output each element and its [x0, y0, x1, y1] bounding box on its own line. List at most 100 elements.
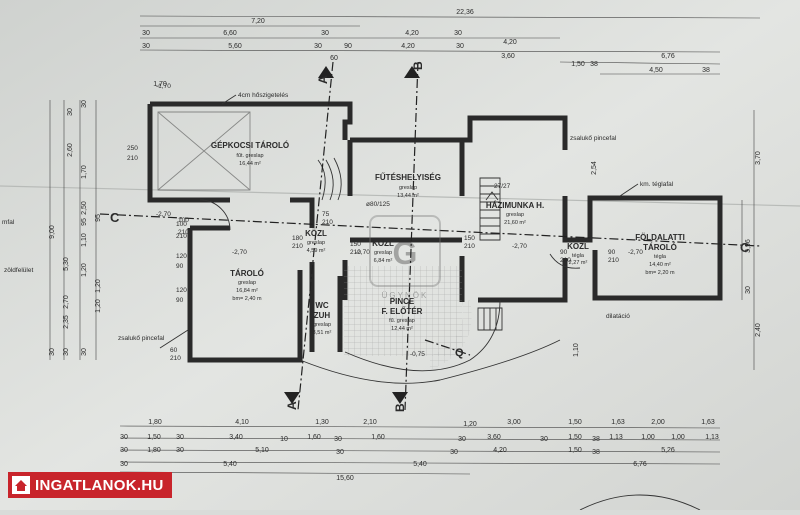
svg-text:1,20: 1,20 [81, 263, 88, 277]
section-q: Q [455, 347, 464, 359]
svg-text:KÖZL: KÖZL [567, 242, 589, 251]
svg-text:60: 60 [170, 347, 178, 354]
svg-text:-2,70: -2,70 [512, 243, 527, 250]
svg-text:fű. greslap: fű. greslap [389, 318, 415, 324]
svg-text:-2,70: -2,70 [156, 211, 171, 218]
svg-text:2,27 m²: 2,27 m² [569, 260, 588, 266]
svg-text:250: 250 [127, 145, 138, 152]
annotations: 4cm hőszigetelés km. téglafal zsalukő pi… [2, 92, 674, 349]
svg-text:30: 30 [120, 434, 128, 441]
svg-text:FÖLDALATTI: FÖLDALATTI [635, 233, 685, 242]
svg-text:1,10: 1,10 [573, 343, 580, 357]
svg-text:210: 210 [322, 219, 333, 226]
walls [147, 101, 723, 363]
svg-text:greslap: greslap [238, 280, 256, 286]
svg-text:ÜGYNÖK: ÜGYNÖK [382, 291, 429, 300]
house-icon [12, 476, 30, 494]
svg-text:1,63: 1,63 [701, 419, 715, 426]
svg-text:-0,75: -0,75 [410, 351, 425, 358]
svg-text:30: 30 [120, 461, 128, 468]
svg-text:4,10: 4,10 [235, 419, 249, 426]
svg-text:14,40 m²: 14,40 m² [649, 262, 671, 268]
svg-text:1,13: 1,13 [609, 434, 623, 441]
svg-text:4,50: 4,50 [649, 67, 663, 74]
paper-fold [0, 185, 800, 207]
svg-text:30: 30 [176, 434, 184, 441]
svg-text:2,40: 2,40 [755, 323, 762, 337]
svg-text:-2,70: -2,70 [232, 249, 247, 256]
level-marks: -1,70 -2,70 -2,70 -2,70 -2,70 -2,70 -0,7… [156, 83, 643, 358]
room-workroom: HÁZIMUNKA H. greslap 21,60 m² [486, 201, 544, 226]
svg-text:4cm hőszigetelés: 4cm hőszigetelés [238, 92, 289, 99]
svg-text:2,70: 2,70 [63, 295, 70, 309]
door-dimensions: 180 210 75 210 150 210 150 210 90 210 90… [170, 211, 619, 362]
svg-text:90: 90 [176, 297, 184, 304]
svg-text:5,60: 5,60 [228, 43, 242, 50]
svg-text:6,60: 6,60 [223, 30, 237, 37]
room-storage: TÁROLÓ greslap 16,84 m² bm= 2,40 m [230, 269, 264, 302]
svg-text:mfal: mfal [2, 219, 15, 226]
right-dimensions: 3,70 2,54 3,96 2,40 1,10 30 [573, 110, 762, 370]
svg-text:greslap: greslap [313, 322, 331, 328]
svg-text:210: 210 [560, 257, 571, 264]
svg-text:210: 210 [292, 243, 303, 250]
room-wc: WC ZUH greslap 3,51 m² [313, 301, 332, 336]
room-cellar: PINCE F. ELŐTÉR fű. greslap 12,44 m² [382, 297, 423, 332]
agent-watermark: G ÜGYNÖK [369, 215, 441, 300]
svg-text:95: 95 [81, 218, 88, 226]
svg-text:95: 95 [95, 214, 102, 222]
svg-text:30: 30 [334, 436, 342, 443]
section-b-top: B [411, 61, 425, 70]
svg-text:5,40: 5,40 [223, 461, 237, 468]
svg-text:1,80: 1,80 [147, 447, 161, 454]
svg-text:210: 210 [350, 249, 361, 256]
svg-text:-1,70: -1,70 [156, 83, 171, 90]
svg-text:30: 30 [81, 100, 88, 108]
svg-text:75: 75 [322, 211, 330, 218]
svg-text:30: 30 [142, 43, 150, 50]
svg-text:WC: WC [315, 301, 329, 310]
svg-text:TÁROLÓ: TÁROLÓ [230, 269, 264, 278]
svg-text:38: 38 [592, 436, 600, 443]
svg-text:120: 120 [176, 287, 187, 294]
svg-text:30: 30 [142, 30, 150, 37]
svg-text:90: 90 [560, 249, 568, 256]
svg-text:greslap: greslap [374, 250, 392, 256]
svg-text:5,30: 5,30 [63, 257, 70, 271]
svg-text:13,44 m²: 13,44 m² [397, 193, 419, 199]
svg-text:4,20: 4,20 [401, 43, 415, 50]
svg-text:F. ELŐTÉR: F. ELŐTÉR [382, 307, 423, 316]
stairs [317, 157, 503, 331]
ingatlanok-logo[interactable]: INGATLANOK.HU [8, 472, 172, 498]
left-dimensions: 9,00 5,30 2,70 2,35 2,60 1,70 2,50 1,10 … [49, 100, 187, 360]
section-lines [99, 61, 761, 411]
svg-text:1,50: 1,50 [568, 447, 582, 454]
section-a-top: A [316, 75, 330, 84]
svg-text:30: 30 [49, 348, 56, 356]
svg-text:1,70: 1,70 [81, 165, 88, 179]
svg-text:5,10: 5,10 [255, 447, 269, 454]
svg-text:1,00: 1,00 [641, 434, 655, 441]
svg-text:PINCE: PINCE [390, 297, 415, 306]
svg-text:3,60: 3,60 [501, 53, 515, 60]
svg-text:38: 38 [702, 67, 710, 74]
svg-text:4,20: 4,20 [405, 30, 419, 37]
svg-text:1,60: 1,60 [307, 434, 321, 441]
svg-text:27/27: 27/27 [494, 183, 511, 190]
svg-text:1,00: 1,00 [671, 434, 685, 441]
svg-text:1,10: 1,10 [81, 233, 88, 247]
svg-text:4,59 m²: 4,59 m² [307, 248, 326, 254]
svg-text:KÖZL: KÖZL [372, 239, 394, 248]
svg-text:60: 60 [330, 55, 338, 62]
svg-text:30: 30 [120, 447, 128, 454]
svg-text:120: 120 [176, 253, 187, 260]
room-underground-storage: FÖLDALATTI TÁROLÓ tégla 14,40 m² bm= 2,2… [635, 233, 685, 276]
section-c-left: C [110, 210, 120, 225]
room-hall-2: KÖZL greslap 6,84 m² [372, 239, 394, 264]
svg-text:38: 38 [592, 449, 600, 456]
terrace-edge [299, 339, 561, 384]
svg-text:210: 210 [127, 155, 138, 162]
svg-text:-2,70: -2,70 [628, 249, 643, 256]
